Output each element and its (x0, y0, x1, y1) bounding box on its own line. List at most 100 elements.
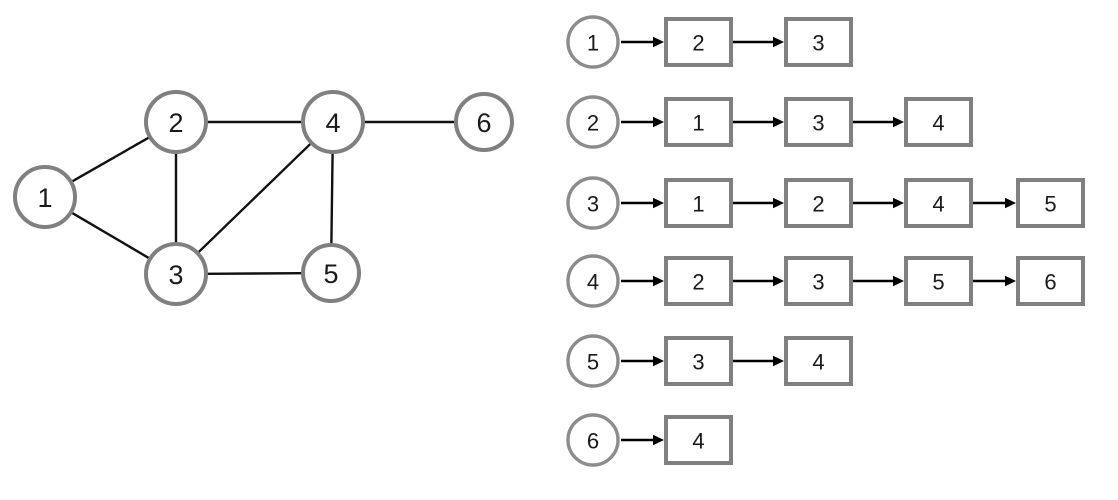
adjacency-key-label-2: 2 (587, 111, 599, 136)
adjacency-key-label-6: 6 (587, 429, 599, 454)
adjacency-box-rect-2-1[interactable] (664, 97, 733, 147)
adjacency-row-1: 1 2 3 (566, 15, 853, 69)
adjacency-box-3-1[interactable]: 1 (664, 178, 733, 228)
adjacency-box-2-1[interactable]: 1 (664, 97, 733, 147)
graph-node-circle-5[interactable] (301, 243, 361, 303)
graph-node-circle-2[interactable] (144, 90, 208, 154)
adjacency-key-circle-6[interactable] (566, 413, 620, 467)
adjacency-box-3-4[interactable]: 4 (904, 178, 973, 228)
graph-node-circle-1[interactable] (13, 165, 77, 229)
adjacency-box-4-5[interactable]: 5 (904, 256, 973, 306)
adjacency-box-rect-1-3[interactable] (784, 17, 853, 67)
graph-node-2[interactable]: 2 (144, 90, 208, 154)
adjacency-arrow-6-0-head (653, 434, 664, 446)
graph-node-4[interactable]: 4 (301, 90, 365, 154)
adjacency-box-rect-6-4[interactable] (664, 415, 733, 465)
graph-edge-4-5 (330, 152, 334, 245)
adjacency-box-5-3[interactable]: 3 (664, 336, 733, 386)
graph-node-5[interactable]: 5 (301, 243, 361, 303)
graph-node-1[interactable]: 1 (13, 165, 77, 229)
adjacency-key-node-6[interactable]: 6 (566, 413, 620, 467)
adjacency-box-1-3[interactable]: 3 (784, 17, 853, 67)
graph-diagram: 1 2 3 4 5 6 (13, 90, 514, 306)
adjacency-box-label-1-3: 3 (812, 31, 824, 56)
adjacency-key-label-3: 3 (587, 192, 599, 217)
adjacency-box-4-6[interactable]: 6 (1016, 256, 1085, 306)
adjacency-arrow-1-1-head (773, 36, 784, 48)
adjacency-key-circle-4[interactable] (566, 254, 620, 308)
adjacency-box-label-5-4: 4 (812, 350, 824, 375)
adjacency-box-6-4[interactable]: 4 (664, 415, 733, 465)
adjacency-row-2: 2 1 3 4 (566, 95, 973, 149)
adjacency-key-circle-3[interactable] (566, 176, 620, 230)
adjacency-key-node-4[interactable]: 4 (566, 254, 620, 308)
adjacency-box-label-3-2: 2 (812, 192, 824, 217)
adjacency-box-3-2[interactable]: 2 (784, 178, 853, 228)
adjacency-box-label-3-4: 4 (932, 192, 944, 217)
adjacency-box-label-2-1: 1 (692, 111, 704, 136)
adjacency-box-rect-3-1[interactable] (664, 178, 733, 228)
adjacency-key-circle-1[interactable] (566, 15, 620, 69)
adjacency-box-5-4[interactable]: 4 (784, 336, 853, 386)
adjacency-arrow-3-1-head (773, 197, 784, 209)
graph-node-label-2: 2 (168, 108, 183, 138)
adjacency-box-label-6-4: 4 (692, 429, 704, 454)
graph-edges (71, 120, 455, 275)
graph-edge-1-2 (71, 136, 150, 183)
adjacency-box-label-4-6: 6 (1044, 270, 1056, 295)
adjacency-arrow-5-1-head (773, 355, 784, 367)
adjacency-box-rect-2-4[interactable] (904, 97, 973, 147)
graph-node-circle-6[interactable] (454, 92, 514, 152)
adjacency-arrow-5-0-head (653, 355, 664, 367)
adjacency-box-rect-1-2[interactable] (664, 17, 733, 67)
graph-node-6[interactable]: 6 (454, 92, 514, 152)
adjacency-box-rect-4-2[interactable] (664, 256, 733, 306)
adjacency-box-rect-4-5[interactable] (904, 256, 973, 306)
adjacency-arrow-2-2-head (893, 116, 904, 128)
adjacency-box-4-3[interactable]: 3 (784, 256, 853, 306)
graph-node-label-1: 1 (37, 183, 52, 213)
adjacency-box-rect-3-2[interactable] (784, 178, 853, 228)
adjacency-key-circle-5[interactable] (566, 334, 620, 388)
graph-node-circle-3[interactable] (144, 242, 208, 306)
adjacency-box-rect-4-3[interactable] (784, 256, 853, 306)
adjacency-box-rect-5-3[interactable] (664, 336, 733, 386)
adjacency-key-node-2[interactable]: 2 (566, 95, 620, 149)
adjacency-arrow-4-3-head (1005, 275, 1016, 287)
adjacency-row-3: 3 1 2 4 5 (566, 176, 1085, 230)
adjacency-box-3-5[interactable]: 5 (1016, 178, 1085, 228)
adjacency-box-rect-2-3[interactable] (784, 97, 853, 147)
adjacency-arrow-3-0-head (653, 197, 664, 209)
adjacency-key-node-5[interactable]: 5 (566, 334, 620, 388)
adjacency-key-label-1: 1 (587, 31, 599, 56)
adjacency-box-4-2[interactable]: 2 (664, 256, 733, 306)
adjacency-box-label-4-3: 3 (812, 270, 824, 295)
adjacency-box-rect-3-4[interactable] (904, 178, 973, 228)
adjacency-box-rect-3-5[interactable] (1016, 178, 1085, 228)
adjacency-box-label-3-1: 1 (692, 192, 704, 217)
adjacency-key-node-1[interactable]: 1 (566, 15, 620, 69)
graph-node-label-3: 3 (168, 260, 183, 290)
adjacency-box-2-4[interactable]: 4 (904, 97, 973, 147)
graph-nodes: 1 2 3 4 5 6 (13, 90, 514, 306)
adjacency-box-label-1-2: 2 (692, 31, 704, 56)
adjacency-box-rect-4-6[interactable] (1016, 256, 1085, 306)
adjacency-row-5: 5 3 4 (566, 334, 853, 388)
adjacency-box-1-2[interactable]: 2 (664, 17, 733, 67)
adjacency-key-circle-2[interactable] (566, 95, 620, 149)
adjacency-box-label-4-5: 5 (932, 270, 944, 295)
adjacency-key-node-3[interactable]: 3 (566, 176, 620, 230)
graph-node-3[interactable]: 3 (144, 242, 208, 306)
graph-node-circle-4[interactable] (301, 90, 365, 154)
adjacency-box-label-3-5: 5 (1044, 192, 1056, 217)
adjacency-box-rect-5-4[interactable] (784, 336, 853, 386)
adjacency-box-label-5-3: 3 (692, 350, 704, 375)
adjacency-arrow-4-2-head (893, 275, 904, 287)
adjacency-box-2-3[interactable]: 3 (784, 97, 853, 147)
adjacency-arrow-4-0-head (653, 275, 664, 287)
adjacency-box-label-2-3: 3 (812, 111, 824, 136)
adjacency-arrow-2-0-head (653, 116, 664, 128)
